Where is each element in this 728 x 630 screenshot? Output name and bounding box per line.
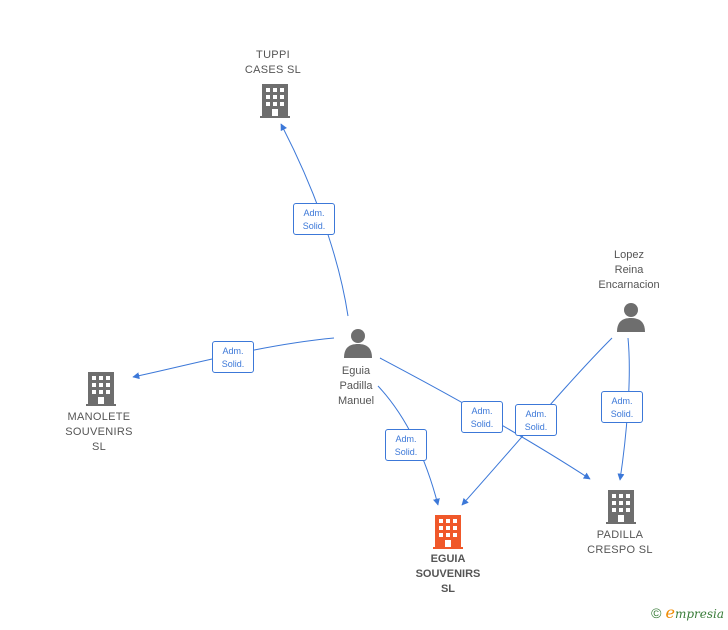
edge-label[interactable]: Adm. Solid. bbox=[601, 391, 643, 423]
edge-label[interactable]: Adm. Solid. bbox=[515, 404, 557, 436]
person-icon[interactable] bbox=[344, 329, 372, 358]
building-icon[interactable] bbox=[260, 84, 290, 118]
node-label-manolete-souvenirs[interactable]: MANOLETE SOUVENIRS SL bbox=[65, 411, 133, 453]
building-icon[interactable] bbox=[606, 490, 636, 524]
node-label-lopez-reina-encarnacion[interactable]: Lopez Reina Encarnacion bbox=[598, 249, 660, 291]
edge-label[interactable]: Adm. Solid. bbox=[212, 341, 254, 373]
building-icon[interactable] bbox=[86, 372, 116, 406]
node-label-eguia-padilla-manuel[interactable]: Eguia Padilla Manuel bbox=[337, 365, 375, 407]
building-icon[interactable] bbox=[433, 515, 463, 549]
brand-logo-text: mpresia bbox=[674, 607, 724, 621]
node-label-tuppi-cases[interactable]: TUPPI CASES SL bbox=[244, 49, 302, 76]
node-label-eguia-souvenirs[interactable]: EGUIA SOUVENIRS SL bbox=[415, 553, 481, 595]
edge-label[interactable]: Adm. Solid. bbox=[461, 401, 503, 433]
empresia-watermark: ©empresia bbox=[651, 603, 724, 622]
edge-label[interactable]: Adm. Solid. bbox=[293, 203, 335, 235]
person-icon[interactable] bbox=[617, 303, 645, 332]
copyright-icon: © bbox=[651, 605, 662, 621]
node-label-padilla-crespo[interactable]: PADILLA CRESPO SL bbox=[587, 529, 653, 556]
edge-label[interactable]: Adm. Solid. bbox=[385, 429, 427, 461]
brand-logo-e: e bbox=[665, 603, 675, 622]
